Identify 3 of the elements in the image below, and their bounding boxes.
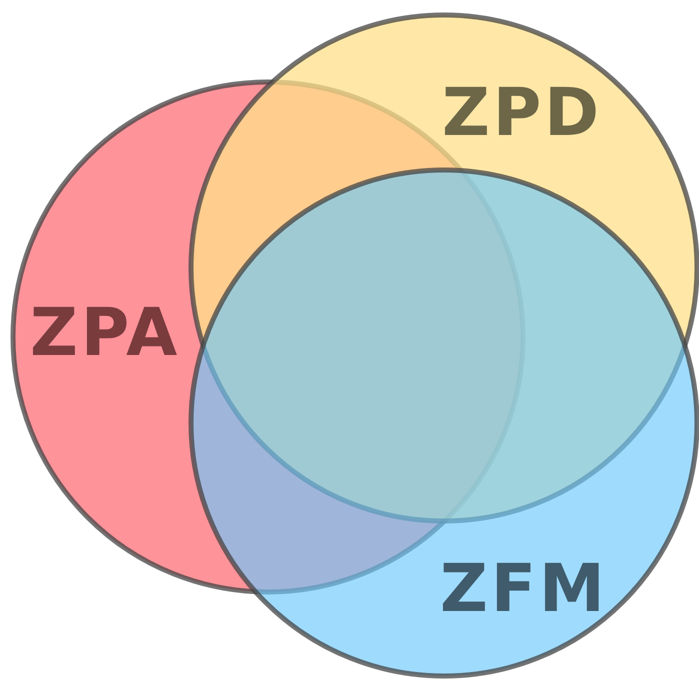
set-label: ZPD bbox=[442, 80, 602, 146]
set-label: ZFM bbox=[440, 556, 608, 622]
set-label: ZPA bbox=[30, 300, 180, 366]
